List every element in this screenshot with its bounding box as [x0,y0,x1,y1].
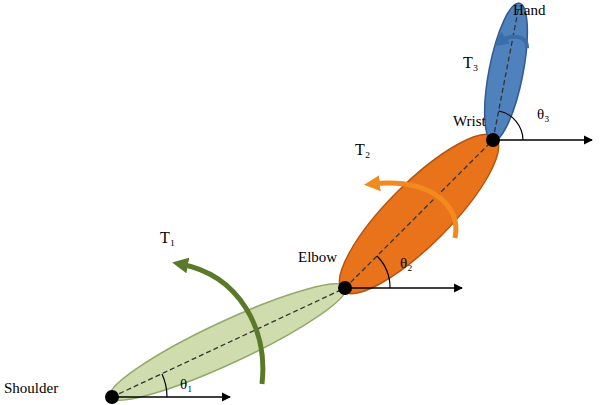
joint-dot [486,133,500,147]
torque-label: T₃ [463,55,478,71]
part-name: Wrist [453,114,486,129]
torque-label: T₂ [355,142,370,158]
angle-label: θ₂ [400,256,412,271]
part-name: Elbow [298,250,337,265]
angle-label: θ₁ [180,377,192,392]
joint-dot [338,281,352,295]
forearm [321,116,518,313]
angle-label: θ₃ [537,107,549,122]
part-name: Hand [513,3,546,18]
joint-dot [105,390,119,404]
torque-arrow [500,37,527,48]
part-name: Shoulder [4,381,58,396]
torque-arrow [372,183,456,238]
torque-arrow [180,264,263,384]
torque-label: T₁ [160,230,175,246]
